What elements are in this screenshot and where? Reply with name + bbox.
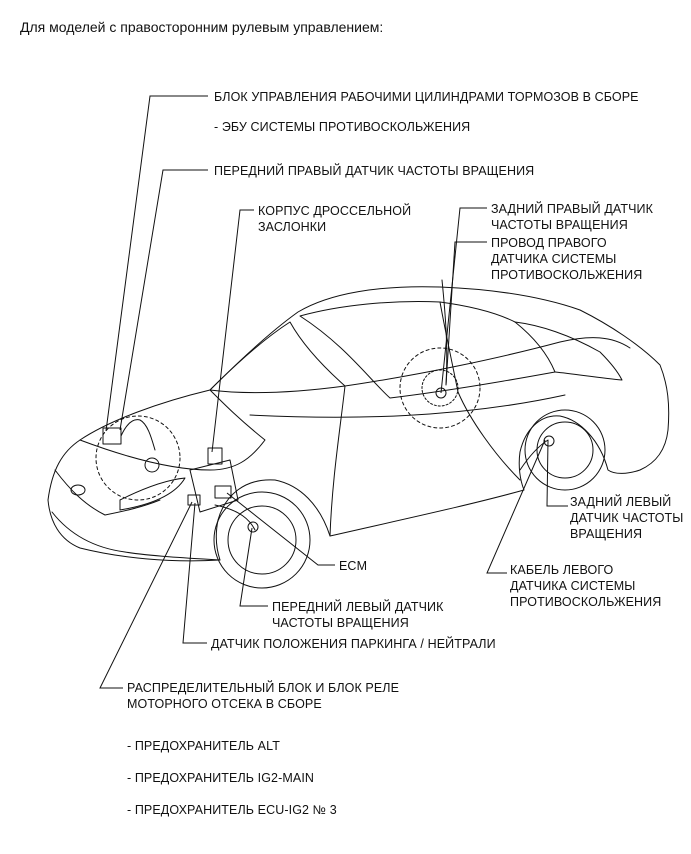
front-right-wheel: [95, 415, 181, 501]
car-body-outline: [47, 286, 670, 562]
front-left-wheel: [213, 491, 311, 589]
label-relay-block-line-2: МОТОРНОГО ОТСЕКА В СБОРЕ: [127, 697, 322, 711]
leader-relay-block: [99, 501, 193, 689]
rear-left-wheel: [524, 409, 606, 491]
headlight: [119, 477, 186, 511]
windshield: [209, 321, 346, 391]
leader-rear-right-sensor: [440, 207, 487, 394]
label-ecm: ECM: [339, 559, 368, 573]
leader-ecm: [226, 492, 335, 566]
label-rear-right-sensor-line-2: ЧАСТОТЫ ВРАЩЕНИЯ: [491, 218, 628, 232]
leader-left-wire: [486, 439, 546, 574]
rear-right-wheel: [399, 347, 481, 429]
label-rear-left-sensor-line-2: ДАТЧИК ЧАСТОТЫ: [570, 511, 684, 525]
label-fuse-ecu-ig2: - ПРЕДОХРАНИТЕЛЬ ECU-IG2 № 3: [127, 803, 337, 817]
side-windows: [299, 301, 556, 399]
label-front-left-sensor-line-2: ЧАСТОТЫ ВРАЩЕНИЯ: [272, 616, 409, 630]
label-left-wire-line-3: ПРОТИВОСКОЛЬЖЕНИЯ: [510, 595, 662, 609]
page-heading: Для моделей с правосторонним рулевым упр…: [20, 19, 384, 35]
label-front-left-sensor-line-1: ПЕРЕДНИЙ ЛЕВЫЙ ДАТЧИК: [272, 600, 444, 614]
leader-front-left-sensor: [239, 527, 268, 607]
label-rear-right-wire-line-3: ПРОТИВОСКОЛЬЖЕНИЯ: [491, 268, 643, 282]
label-rear-left-sensor: ЗАДНИЙ ЛЕВЫЙ ДАТЧИК ЧАСТОТЫ ВРАЩЕНИЯ: [570, 494, 683, 542]
hood: [79, 389, 266, 471]
label-rear-right-sensor: ЗАДНИЙ ПРАВЫЙ ДАТЧИК ЧАСТОТЫ ВРАЩЕНИЯ: [491, 201, 653, 233]
bumper: [51, 511, 221, 561]
leader-front-right-sensor: [119, 169, 208, 431]
leader-throttle: [211, 209, 254, 453]
label-front-left-sensor: ПЕРЕДНИЙ ЛЕВЫЙ ДАТЧИК ЧАСТОТЫ ВРАЩЕНИЯ: [272, 599, 444, 631]
throttle-body: [207, 447, 223, 465]
rear-right-sensor: [435, 387, 447, 399]
label-throttle-body-line-1: КОРПУС ДРОССЕЛЬНОЙ: [258, 204, 412, 218]
label-fuse-alt: - ПРЕДОХРАНИТЕЛЬ ALT: [127, 739, 280, 753]
label-rear-right-wire: ПРОВОД ПРАВОГО ДАТЧИКА СИСТЕМЫ ПРОТИВОСК…: [491, 235, 642, 283]
leader-rear-right-wire: [445, 241, 487, 386]
label-skid-ecu: - ЭБУ СИСТЕМЫ ПРОТИВОСКОЛЬЖЕНИЯ: [214, 120, 471, 134]
leader-brake-actuator: [105, 95, 208, 432]
front-left-wire: [214, 504, 256, 531]
engine-block: [189, 459, 239, 513]
label-rear-right-wire-line-2: ДАТЧИКА СИСТЕМЫ: [491, 252, 617, 266]
label-relay-block: РАСПРЕДЕЛИТЕЛЬНЫЙ БЛОК И БЛОК РЕЛЕ МОТОР…: [127, 680, 399, 712]
door-lines: [329, 385, 521, 537]
label-rear-right-wire-line-1: ПРОВОД ПРАВОГО: [491, 236, 607, 250]
grille: [54, 469, 161, 516]
rear-left-wire: [519, 439, 549, 471]
label-brake-actuator: БЛОК УПРАВЛЕНИЯ РАБОЧИМИ ЦИЛИНДРАМИ ТОРМ…: [214, 90, 639, 104]
car-roof: [209, 337, 631, 394]
label-throttle-body-line-2: ЗАСЛОНКИ: [258, 220, 327, 234]
rear-left-sensor: [543, 435, 555, 447]
emblem: [70, 484, 86, 496]
label-left-wire: КАБЕЛЬ ЛЕВОГО ДАТЧИКА СИСТЕМЫ ПРОТИВОСКО…: [510, 562, 661, 610]
rear-window: [514, 321, 623, 381]
label-throttle-body: КОРПУС ДРОССЕЛЬНОЙ ЗАСЛОНКИ: [258, 203, 411, 235]
leader-rear-left-sensor: [546, 439, 568, 507]
relay-box: [187, 494, 201, 506]
label-park-neutral: ДАТЧИК ПОЛОЖЕНИЯ ПАРКИНГА / НЕЙТРАЛИ: [211, 637, 496, 651]
label-fuse-ig2-main: - ПРЕДОХРАНИТЕЛЬ IG2-MAIN: [127, 771, 315, 785]
leader-park-neutral: [182, 502, 207, 644]
label-rear-right-sensor-line-1: ЗАДНИЙ ПРАВЫЙ ДАТЧИК: [491, 202, 653, 216]
front-right-sensor: [144, 457, 160, 473]
ecm-unit: [214, 485, 232, 499]
label-front-right-sensor: ПЕРЕДНИЙ ПРАВЫЙ ДАТЧИК ЧАСТОТЫ ВРАЩЕНИЯ: [214, 164, 535, 178]
label-rear-left-sensor-line-1: ЗАДНИЙ ЛЕВЫЙ: [570, 495, 672, 509]
label-rear-left-sensor-line-3: ВРАЩЕНИЯ: [570, 527, 643, 541]
label-left-wire-line-1: КАБЕЛЬ ЛЕВОГО: [510, 563, 614, 577]
label-left-wire-line-2: ДАТЧИКА СИСТЕМЫ: [510, 579, 636, 593]
label-relay-block-line-1: РАСПРЕДЕЛИТЕЛЬНЫЙ БЛОК И БЛОК РЕЛЕ: [127, 681, 400, 695]
belt-line: [249, 394, 566, 418]
front-left-sensor: [247, 521, 259, 533]
